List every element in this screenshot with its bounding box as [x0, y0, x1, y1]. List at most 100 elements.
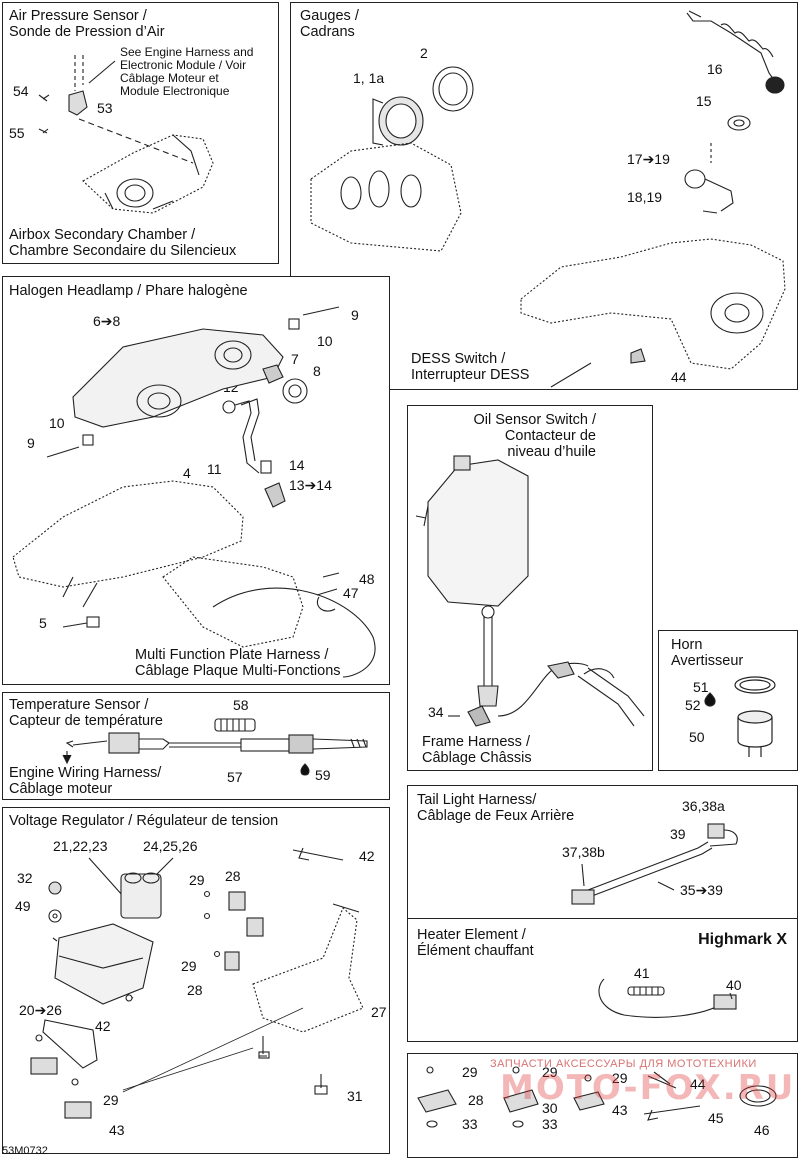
callout-28: 28 [187, 982, 203, 998]
callout-29: 29 [103, 1092, 119, 1108]
harness-note: See Engine Harness and [120, 45, 254, 59]
callout-4: 4 [183, 465, 191, 481]
callout-1-1a: 1, 1a [353, 70, 385, 86]
frame-harness-caption: Frame Harness / [422, 734, 530, 750]
callout-53: 53 [97, 100, 113, 116]
callout-15: 15 [696, 93, 712, 109]
callout-29: 29 [462, 1064, 478, 1080]
callout-33: 33 [462, 1116, 478, 1132]
callout-39: 39 [670, 826, 686, 842]
callout-49: 49 [15, 898, 31, 914]
panel-voltage-regulator: Voltage Regulator / Régulateur de tensio… [2, 807, 390, 1154]
watermark-text: ЗАПЧАСТИ АКСЕССУАРЫ ДЛЯ МОТОТЕХНИКИ [490, 1058, 757, 1070]
callout-58: 58 [233, 697, 249, 713]
callout-31: 31 [347, 1088, 363, 1104]
callout-33: 33 [542, 1116, 558, 1132]
panel-temperature-sensor: Temperature Sensor / Capteur de températ… [2, 692, 390, 800]
panel-oil-sensor-switch: Oil Sensor Switch / Contacteur de niveau… [407, 405, 653, 771]
callout-48: 48 [359, 571, 375, 587]
callout-13-14: 13➔14 [289, 477, 332, 493]
callout-43: 43 [109, 1122, 125, 1138]
panel-title: Voltage Regulator / Régulateur de tensio… [9, 813, 279, 829]
mfp-harness-caption: Multi Function Plate Harness / [135, 647, 329, 663]
watermark-logo: MOTO-FOX.RU [500, 1068, 796, 1108]
panel-hardware: 29 28 33 29 30 33 29 43 44 45 46 ЗАПЧАСТ… [407, 1053, 798, 1158]
engine-harness-caption: Engine Wiring Harness/ [9, 765, 162, 781]
callout-20-26: 20➔26 [19, 1002, 62, 1018]
panel-title: Tail Light Harness/ [417, 792, 537, 808]
callout-43: 43 [612, 1102, 628, 1118]
callout-10: 10 [317, 333, 333, 349]
callout-36-38a: 36,38a [682, 798, 725, 814]
panel-title: Halogen Headlamp / Phare halogène [9, 283, 248, 299]
panel-title-gauges-fr: Cadrans [300, 24, 355, 40]
callout-7: 7 [291, 351, 299, 367]
airbox-caption-fr: Chambre Secondaire du Silencieux [9, 243, 237, 259]
callout-42: 42 [359, 848, 375, 864]
engine-harness-caption-fr: Câblage moteur [9, 781, 113, 797]
panel-air-pressure-sensor: Air Pressure Sensor / Sonde de Pression … [2, 2, 279, 264]
callout-51: 51 [693, 679, 709, 695]
callout-29: 29 [189, 872, 205, 888]
dess-title-fr: Interrupteur DESS [411, 367, 530, 383]
panel-tail-light-harness: Tail Light Harness/ Câblage de Feux Arri… [407, 785, 798, 919]
callout-47: 47 [343, 585, 359, 601]
drawing-code: 53M0732 [2, 1145, 48, 1157]
panel-title-gauges: Gauges / [300, 8, 359, 24]
panel-title-fr: Câblage de Feux Arrière [417, 808, 575, 824]
callout-37-38b: 37,38b [562, 844, 605, 860]
callout-45: 45 [708, 1110, 724, 1126]
callout-41: 41 [634, 965, 650, 981]
harness-note: Module Electronique [120, 84, 230, 98]
callout-57: 57 [227, 769, 243, 785]
callout-32: 32 [17, 870, 33, 886]
callout-34: 34 [428, 704, 444, 720]
callout-46: 46 [754, 1122, 770, 1138]
callout-21-22-23: 21,22,23 [53, 838, 108, 854]
panel-title: Oil Sensor Switch / [473, 412, 597, 428]
callout-30: 30 [542, 1100, 558, 1116]
callout-28: 28 [225, 868, 241, 884]
callout-52: 52 [685, 697, 701, 713]
callout-24-25-26: 24,25,26 [143, 838, 198, 854]
harness-note: Câblage Moteur et [120, 71, 219, 85]
frame-harness-caption-fr: Câblage Châssis [422, 750, 532, 766]
panel-heater-element: Heater Element / Élément chauffant Highm… [407, 918, 798, 1042]
callout-12: 12 [223, 379, 239, 395]
callout-55: 55 [9, 125, 25, 141]
callout-42: 42 [95, 1018, 111, 1034]
callout-50: 50 [689, 729, 705, 745]
airbox-chamber-drawing [38, 55, 214, 214]
callout-29: 29 [181, 958, 197, 974]
panel-title: Heater Element / [417, 927, 526, 943]
panel-title: Horn [671, 637, 703, 653]
panel-title-fr: Avertisseur [671, 653, 744, 669]
callout-14: 14 [289, 457, 305, 473]
callout-44: 44 [690, 1076, 706, 1092]
callout-35-39: 35➔39 [680, 882, 723, 898]
panel-halogen-headlamp: Halogen Headlamp / Phare halogène 6➔8 9 … [2, 276, 390, 685]
callout-9: 9 [27, 435, 35, 451]
callout-10: 10 [49, 415, 65, 431]
mfp-harness-caption-fr: Câblage Plaque Multi-Fonctions [135, 663, 341, 679]
callout-40: 40 [726, 977, 742, 993]
model-label: Highmark X [698, 931, 787, 948]
callout-54: 54 [13, 83, 29, 99]
harness-note: Electronic Module / Voir [120, 58, 247, 72]
callout-6-8: 6➔8 [93, 313, 121, 329]
panel-title-fr: Capteur de température [9, 713, 163, 729]
panel-title: Air Pressure Sensor / [9, 8, 147, 24]
callout-29: 29 [542, 1064, 558, 1080]
callout-59: 59 [315, 767, 331, 783]
callout-11: 11 [207, 461, 222, 477]
callout-27: 27 [371, 1004, 387, 1020]
panel-title-fr: Sonde de Pression d’Air [9, 24, 165, 40]
callout-18-19: 18,19 [627, 189, 663, 205]
airbox-caption: Airbox Secondary Chamber / [9, 227, 196, 243]
panel-title: Temperature Sensor / [9, 697, 149, 713]
panel-horn: Horn Avertisseur 51 52 50 [658, 630, 798, 771]
callout-44: 44 [671, 369, 687, 385]
callout-17-19: 17➔19 [627, 151, 670, 167]
callout-8: 8 [313, 363, 321, 379]
dess-title: DESS Switch / [411, 351, 506, 367]
